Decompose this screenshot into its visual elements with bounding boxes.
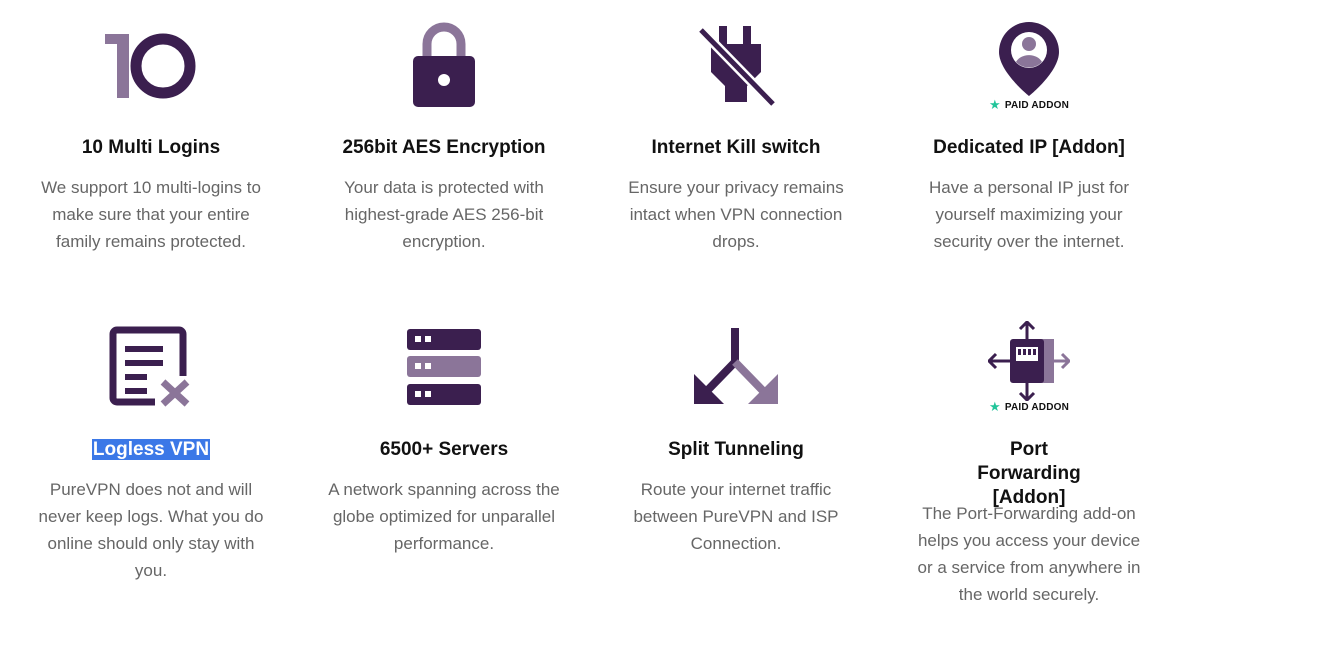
feature-description: Route your internet traffic between Pure… <box>633 480 839 553</box>
feature-title: Port Forwarding [Addon] <box>977 439 1081 508</box>
feature-title: 6500+ Servers <box>379 439 509 460</box>
location-user-icon <box>909 20 1149 120</box>
paid-addon-badge: ★PAID ADDON <box>988 97 1070 112</box>
ten-multi-logins-icon <box>31 28 271 128</box>
feature-description: Have a personal IP just for yourself max… <box>928 178 1129 251</box>
plug-crossed-icon <box>616 24 856 124</box>
feature-title: Split Tunneling <box>668 439 804 460</box>
star-icon: ★ <box>988 399 1001 414</box>
feature-title: Dedicated IP [Addon] <box>933 137 1125 158</box>
lock-icon <box>324 22 564 122</box>
paid-addon-badge: ★PAID ADDON <box>988 399 1070 414</box>
feature-description: The Port-Forwarding add-on helps you acc… <box>917 504 1141 604</box>
feature-description: PureVPN does not and will never keep log… <box>38 480 264 580</box>
feature-title: 256bit AES Encryption <box>342 137 546 158</box>
feature-description: A network spanning across the globe opti… <box>328 480 560 553</box>
feature-description: Your data is protected with highest-grad… <box>344 178 544 251</box>
split-arrows-icon <box>616 328 856 428</box>
port-forward-icon <box>909 321 1149 421</box>
star-icon: ★ <box>988 97 1001 112</box>
feature-description: Ensure your privacy remains intact when … <box>628 178 844 251</box>
feature-title: Logless VPN <box>31 438 271 462</box>
feature-title: Internet Kill switch <box>651 137 821 158</box>
feature-description: We support 10 multi-logins to make sure … <box>41 178 261 251</box>
feature-title: 10 Multi Logins <box>81 137 221 158</box>
document-x-icon <box>31 326 271 426</box>
server-stack-icon <box>324 328 564 428</box>
selected-text: Logless VPN <box>91 439 211 460</box>
